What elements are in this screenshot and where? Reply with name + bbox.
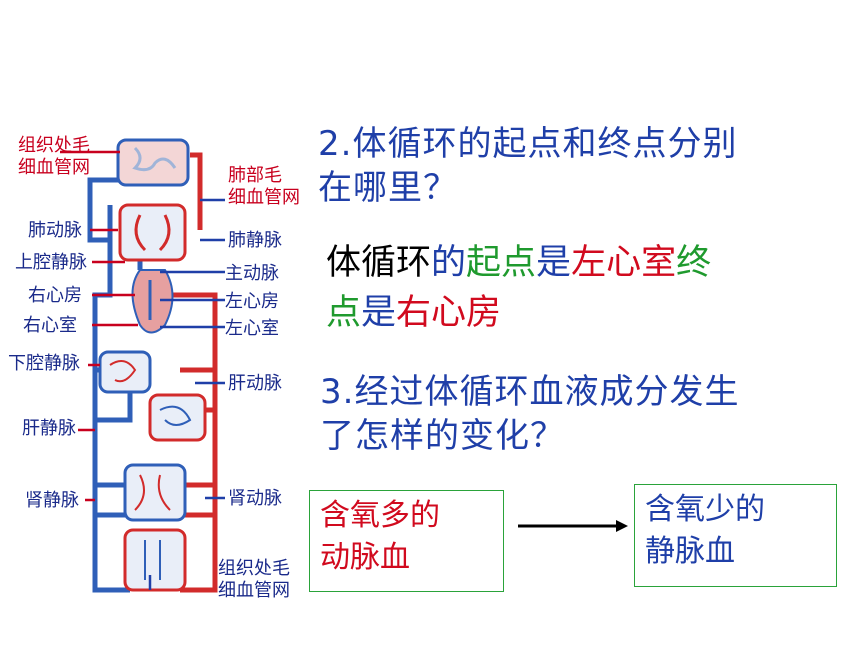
label-lung-capillary: 肺部毛 细血管网	[228, 165, 300, 209]
label-left-ventricle: 左心室	[225, 318, 279, 339]
arrow-icon	[518, 520, 628, 532]
label-tissue-capillary-top: 组织处毛 细血管网	[18, 135, 90, 179]
venous-blood-box: 含氧少的 静脉血	[634, 484, 837, 587]
answer-2: 体循环的起点是左心室终点是右心房	[326, 238, 816, 338]
question-2-line-1: 2.体循环的起点和终点分别	[318, 122, 848, 166]
label-renal-vein: 肾静脉	[25, 490, 79, 511]
circulation-diagram: 组织处毛 细血管网 肺动脉 上腔静脉 右心房 右心室 下腔静脉 肝静脉 肾静脉 …	[0, 120, 305, 625]
label-line: 细血管网	[18, 157, 90, 178]
question-2: 2.体循环的起点和终点分别 在哪里？	[318, 122, 848, 210]
label-inferior-vena-cava: 下腔静脉	[8, 353, 80, 374]
answer-text-blue: 的	[431, 243, 467, 283]
label-pulmonary-vein: 肺静脉	[228, 230, 282, 251]
label-tissue-capillary-bottom: 组织处毛 细血管网	[218, 558, 290, 602]
label-line: 肺部毛	[228, 165, 282, 186]
label-hepatic-artery: 肝动脉	[228, 373, 282, 394]
question-3-line-1: 3.经过体循环血液成分发生	[320, 370, 850, 414]
answer-text-red: 右心房	[396, 293, 502, 333]
blood-circulation-illustration	[60, 138, 225, 593]
box-line: 动脉血	[320, 540, 410, 575]
question-2-line-2: 在哪里？	[318, 168, 458, 208]
answer-text-green: 终	[676, 243, 712, 283]
label-left-atrium: 左心房	[225, 291, 279, 312]
label-hepatic-vein: 肝静脉	[22, 418, 76, 439]
answer-text-black: 体循环	[326, 243, 432, 283]
question-number: 3.	[320, 372, 355, 412]
question-3-line-2: 了怎样的变化？	[320, 416, 565, 456]
question-3: 3.经过体循环血液成分发生 了怎样的变化？	[320, 370, 850, 458]
question-text: 体循环的起点和终点分别	[352, 124, 738, 164]
label-right-atrium: 右心房	[28, 285, 82, 306]
label-line: 组织处毛	[218, 558, 290, 579]
box-line: 含氧多的	[320, 498, 440, 533]
label-pulmonary-artery: 肺动脉	[28, 220, 82, 241]
label-line: 组织处毛	[18, 135, 90, 156]
answer-text-blue: 是	[361, 293, 397, 333]
answer-text-green: 点	[326, 293, 362, 333]
arterial-blood-box: 含氧多的 动脉血	[309, 490, 504, 592]
box-line: 静脉血	[645, 534, 735, 569]
question-text: 经过体循环血液成分发生	[354, 372, 740, 412]
label-line: 细血管网	[228, 187, 300, 208]
answer-text-green: 起点	[466, 243, 537, 283]
box-line: 含氧少的	[645, 492, 765, 527]
label-aorta: 主动脉	[225, 263, 279, 284]
answer-text-red: 左心室	[571, 243, 677, 283]
question-number: 2.	[318, 124, 353, 164]
label-line: 细血管网	[218, 580, 290, 601]
answer-text-blue: 是	[536, 243, 572, 283]
label-renal-artery: 肾动脉	[228, 488, 282, 509]
label-superior-vena-cava: 上腔静脉	[15, 252, 87, 273]
label-right-ventricle: 右心室	[23, 315, 77, 336]
